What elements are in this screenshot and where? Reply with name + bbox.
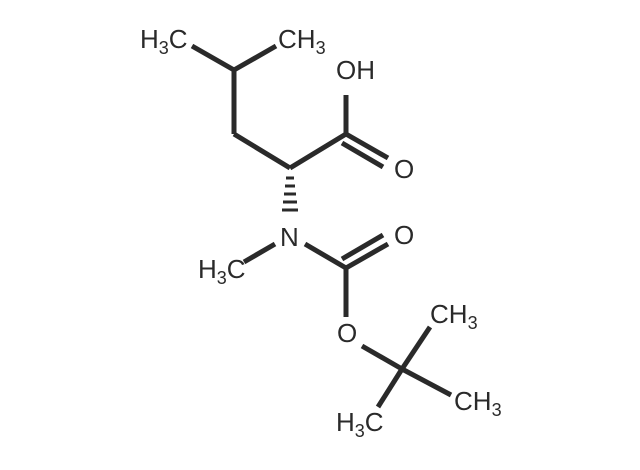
stereo-hash-bond: [282, 176, 298, 212]
bond-carbamate-double-o-b: [340, 232, 385, 262]
tbutyl-methyl-label-right: CH3: [454, 386, 502, 420]
methyl-label-top-right: CH3: [278, 24, 326, 58]
bond-ch2-to-alpha: [232, 131, 292, 171]
bond-n-to-methyl: [242, 241, 277, 265]
n-methyl-label: H3C: [198, 254, 246, 288]
ester-oxygen-label: O: [337, 318, 357, 348]
bond-tbutyl-to-methyl-upper: [399, 325, 433, 371]
bond-carbamate-double-o-a: [344, 241, 390, 271]
bond-carboxyl-double-o-a: [344, 131, 390, 161]
bond-ester-o-to-tbutyl: [360, 343, 404, 372]
hydroxyl-label: OH: [336, 55, 375, 85]
tbutyl-methyl-label-upper: CH3: [430, 299, 478, 333]
carboxyl-oxygen-label: O: [394, 154, 414, 184]
carbamate-oxygen-label: O: [394, 220, 414, 250]
bond-alpha-to-carboxyl: [288, 131, 348, 171]
bond-tbutyl-to-methyl-bottom: [375, 367, 405, 409]
methyl-label-top-left: H3C: [140, 24, 188, 58]
bond-tbutyl-to-methyl-right: [400, 366, 453, 398]
bond-methyl-left-to-ch: [190, 43, 236, 73]
bond-carboxyl-double-o-b: [340, 140, 385, 170]
bond-methyl-right-to-ch: [232, 43, 278, 73]
bond-n-to-carbamate-c: [303, 241, 348, 271]
tbutyl-methyl-label-bottom: H3C: [336, 407, 384, 441]
nitrogen-label: N: [280, 222, 299, 252]
